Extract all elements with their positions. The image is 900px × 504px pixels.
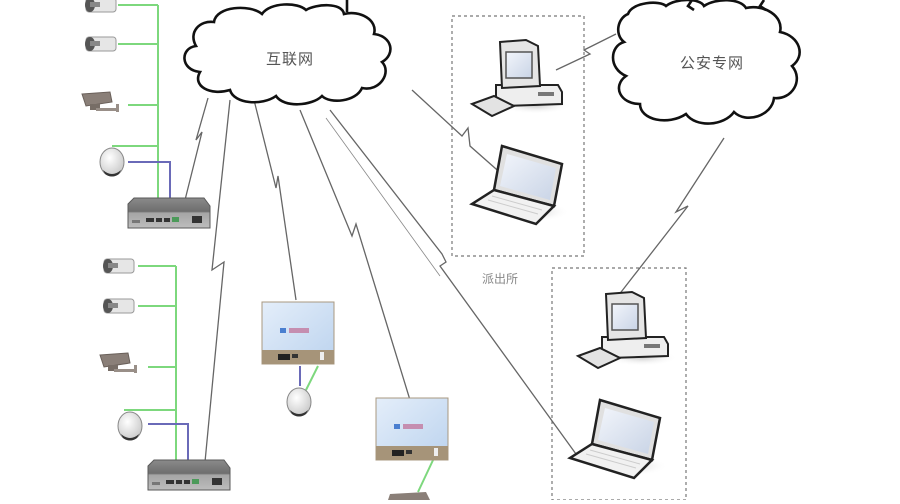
link-internet-encoder-2 <box>299 109 411 401</box>
dome-camera-icon <box>117 411 143 441</box>
cloud-internet-label: 互联网 <box>266 50 315 68</box>
cloud-police-network-label: 公安专网 <box>680 54 745 72</box>
bullet-camera-icon <box>102 298 135 314</box>
box-camera-icon <box>81 91 120 113</box>
bullet-camera-icon <box>84 36 117 52</box>
link-internet-dvr-1 <box>184 97 209 201</box>
link-internet-dvr-2 <box>204 99 231 463</box>
desktop-pc-2-icon <box>577 291 679 369</box>
network-links <box>184 33 725 463</box>
encoder-2-video-line <box>417 457 435 493</box>
link-internet-laptop-1 <box>411 89 505 177</box>
cloud-police-network <box>611 0 801 125</box>
dome-camera-icon <box>99 147 125 177</box>
group-police-station-border <box>451 15 585 257</box>
dome-camera-icon <box>286 387 312 417</box>
link-police-network-desktop-1 <box>555 33 617 71</box>
bullet-camera-icon <box>84 0 117 13</box>
video-encoder-1-icon <box>261 301 335 365</box>
video-encoder-2-icon <box>375 397 449 461</box>
camera-bus-2 <box>124 265 177 462</box>
encoder-1-video-line <box>305 365 319 391</box>
desktop-pc-1-icon <box>471 39 573 117</box>
dvr-1-icon <box>127 197 211 229</box>
link-police-network-desktop-2 <box>617 137 725 297</box>
box-camera-partial-icon <box>388 492 430 500</box>
police-network-uplink-right <box>758 0 767 12</box>
box-camera-icon <box>99 352 138 374</box>
control-line-1 <box>128 161 171 198</box>
police-network-uplink-left <box>686 0 695 12</box>
cloud-internet <box>183 3 392 106</box>
laptop-1-icon <box>470 144 572 226</box>
link-internet-encoder-1 <box>253 99 297 301</box>
bullet-camera-icon <box>102 258 135 274</box>
group-police-station-label: 派出所 <box>482 272 519 286</box>
link-internet-laptop-2 <box>329 109 577 455</box>
control-line-2 <box>148 423 189 462</box>
camera-bus-1 <box>112 4 159 198</box>
dvr-2-icon <box>147 459 231 491</box>
laptop-2-icon <box>568 398 670 480</box>
